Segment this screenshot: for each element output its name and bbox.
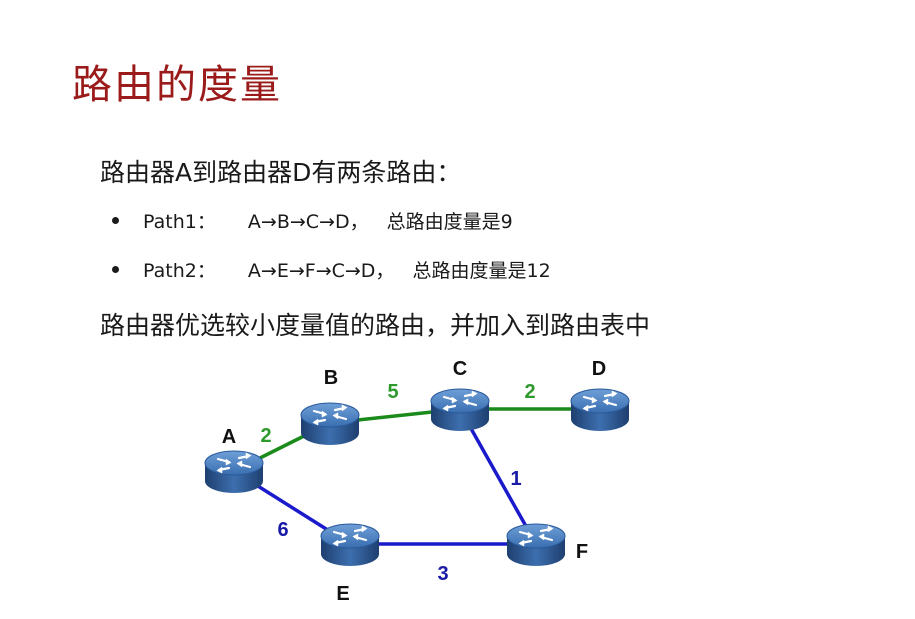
bullet-dot-icon xyxy=(112,217,119,224)
router-label-a: A xyxy=(222,426,236,448)
cost-label-e-f: 3 xyxy=(437,563,448,585)
path1-route: A→B→C→D， xyxy=(247,211,369,233)
cost-label-a-e: 6 xyxy=(277,519,288,541)
cost-label-f-c: 1 xyxy=(510,468,521,490)
path2-label: Path2： xyxy=(143,260,216,282)
path2-total: 总路由度量是12 xyxy=(412,260,551,282)
path1-label: Path1： xyxy=(143,211,216,233)
router-icon xyxy=(299,401,361,447)
router-label-c: C xyxy=(453,358,467,380)
router-label-e: E xyxy=(336,583,349,605)
router-label-b: B xyxy=(324,367,338,389)
router-label-f: F xyxy=(576,541,588,563)
path2-route: A→E→F→C→D， xyxy=(247,260,395,282)
bullet-dot-icon xyxy=(112,266,119,273)
page-title: 路由的度量 xyxy=(72,62,282,108)
link-f-c xyxy=(458,408,538,545)
cost-label-c-d: 2 xyxy=(524,381,535,403)
path1-bullet: Path1： A→B→C→D， 总路由度量是9 xyxy=(112,207,513,234)
cost-label-a-b: 2 xyxy=(260,425,271,447)
router-icon xyxy=(319,522,381,568)
router-label-d: D xyxy=(592,358,606,380)
path1-total: 总路由度量是9 xyxy=(386,211,513,233)
router-icon xyxy=(203,449,265,495)
router-icon xyxy=(569,387,631,433)
router-icon xyxy=(429,387,491,433)
cost-label-b-c: 5 xyxy=(387,381,398,403)
path2-bullet: Path2： A→E→F→C→D， 总路由度量是12 xyxy=(112,256,551,283)
intro-text: 路由器A到路由器D有两条路由： xyxy=(100,158,462,187)
conclusion-text: 路由器优选较小度量值的路由，并加入到路由表中 xyxy=(100,311,651,340)
router-icon xyxy=(505,522,567,568)
